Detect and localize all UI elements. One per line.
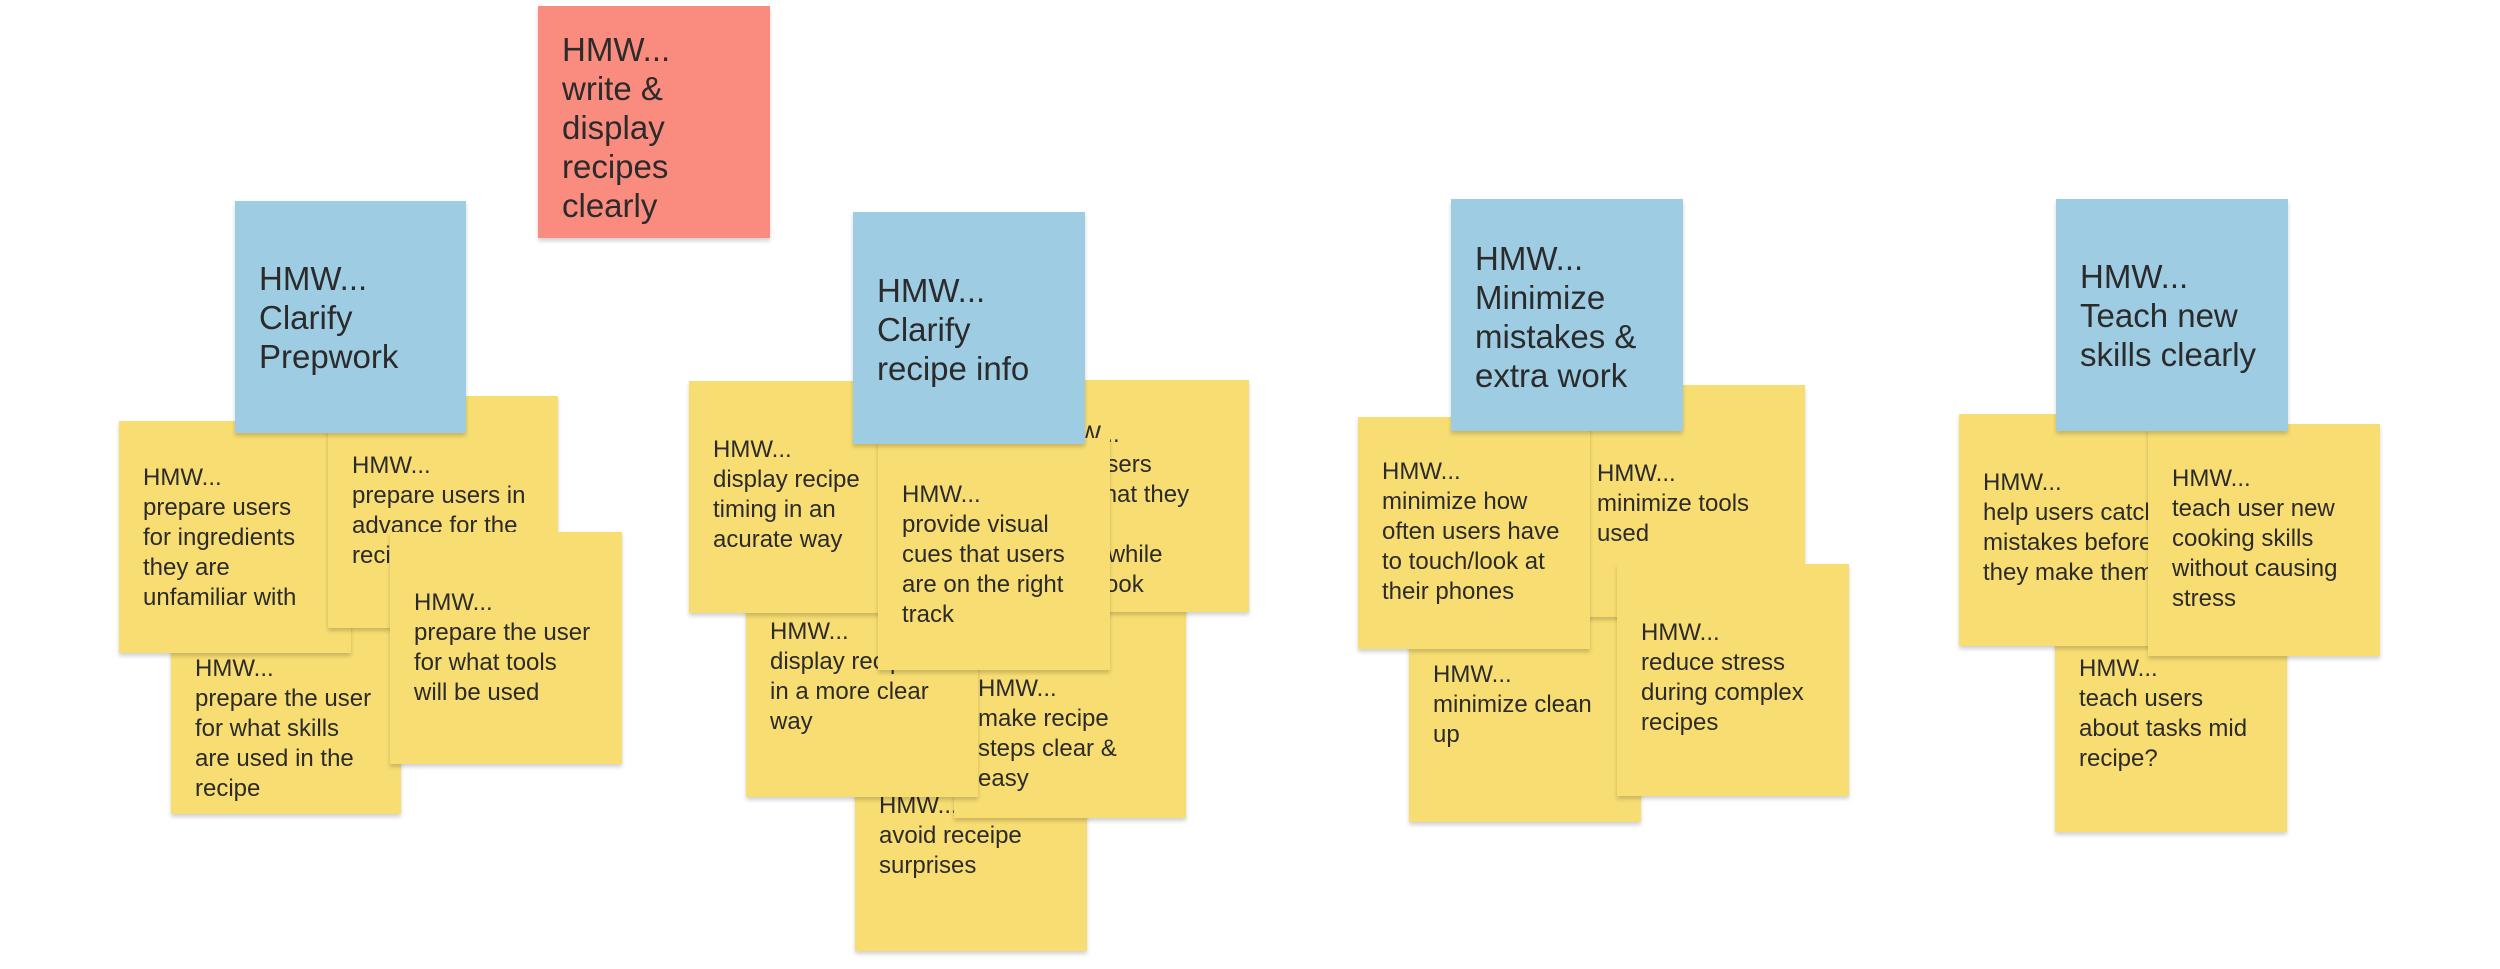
sticky-note-teach-new-skills[interactable]: HMW... Teach new skills clearly [2056,199,2288,431]
sticky-note-visual-cues[interactable]: HMW... provide visual cues that users ar… [878,438,1110,670]
sticky-note-minimize-mistakes[interactable]: HMW... Minimize mistakes & extra work [1451,199,1683,431]
sticky-note-clarify-recipe-info[interactable]: HMW... Clarify recipe info [853,212,1085,444]
sticky-note-reduce-stress[interactable]: HMW... reduce stress during complex reci… [1617,564,1849,796]
sticky-note-minimize-touch[interactable]: HMW... minimize how often users have to … [1358,417,1590,649]
sticky-note-teach-cooking[interactable]: HMW... teach user new cooking skills wit… [2148,424,2380,656]
sticky-note-clarify-prepwork[interactable]: HMW... Clarify Prepwork [235,201,466,433]
sticky-note-prep-ingredients[interactable]: HMW... prepare users for ingredients the… [119,421,351,653]
sticky-note-prep-tools[interactable]: HMW... prepare the user for what tools w… [390,532,622,764]
sticky-note-write-display[interactable]: HMW... write & display recipes clearly [538,6,770,238]
